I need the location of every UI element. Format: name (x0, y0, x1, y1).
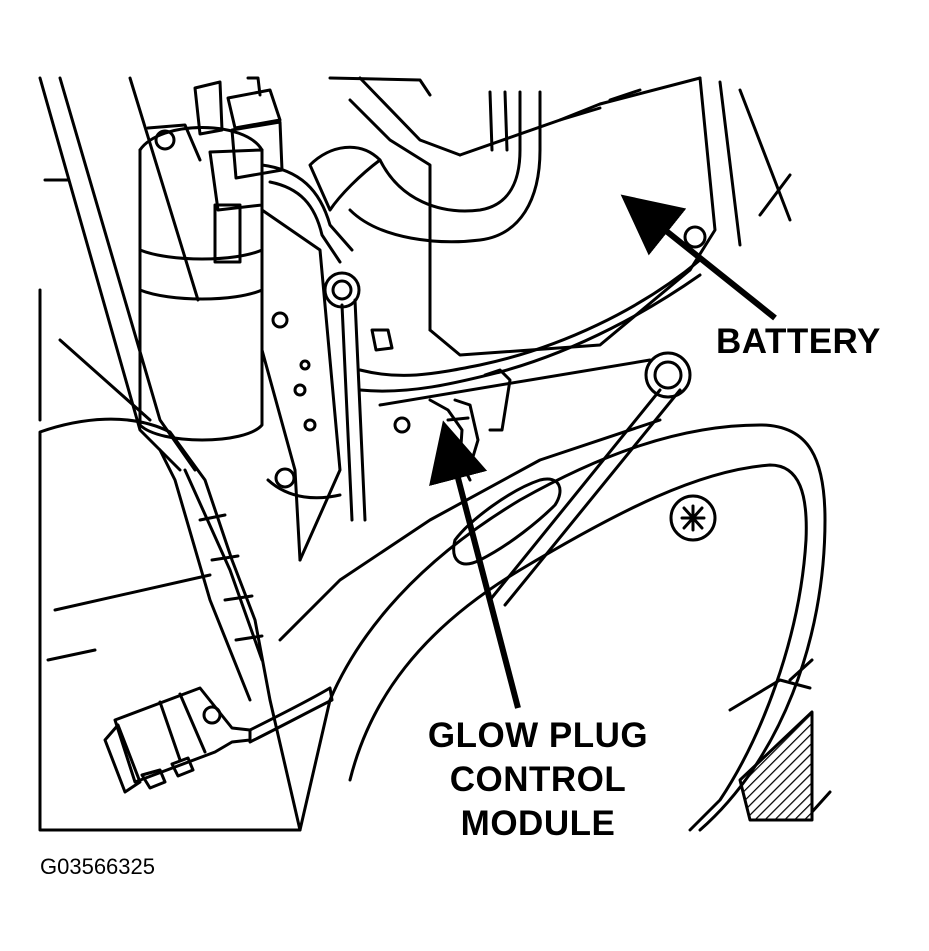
glow-plug-label-line-3: MODULE (460, 804, 616, 843)
battery-assembly (308, 76, 792, 357)
glow-plug-module-arrow (429, 420, 521, 709)
left-fender-lines (38, 76, 200, 472)
air-box-housing (38, 417, 302, 832)
figure-id: G03566325 (40, 854, 155, 879)
battery-arrow (620, 194, 777, 321)
engine-cover-panel (278, 418, 827, 832)
hatched-bumper (738, 658, 832, 822)
mounting-bracket (260, 208, 342, 562)
glow-plug-label-line-1: GLOW PLUG (427, 716, 649, 755)
glow-plug-label-line-2: CONTROL (449, 760, 627, 799)
battery-tray (358, 258, 702, 434)
electrical-connector (103, 686, 334, 794)
ac-accumulator (138, 76, 354, 500)
grommet-cable (488, 351, 692, 607)
hose-clamp (323, 271, 394, 522)
battery-label: BATTERY (716, 322, 881, 361)
callout-arrows (429, 194, 777, 709)
glow-plug-control-module-label: GLOW PLUG CONTROL MODULE (410, 714, 666, 846)
